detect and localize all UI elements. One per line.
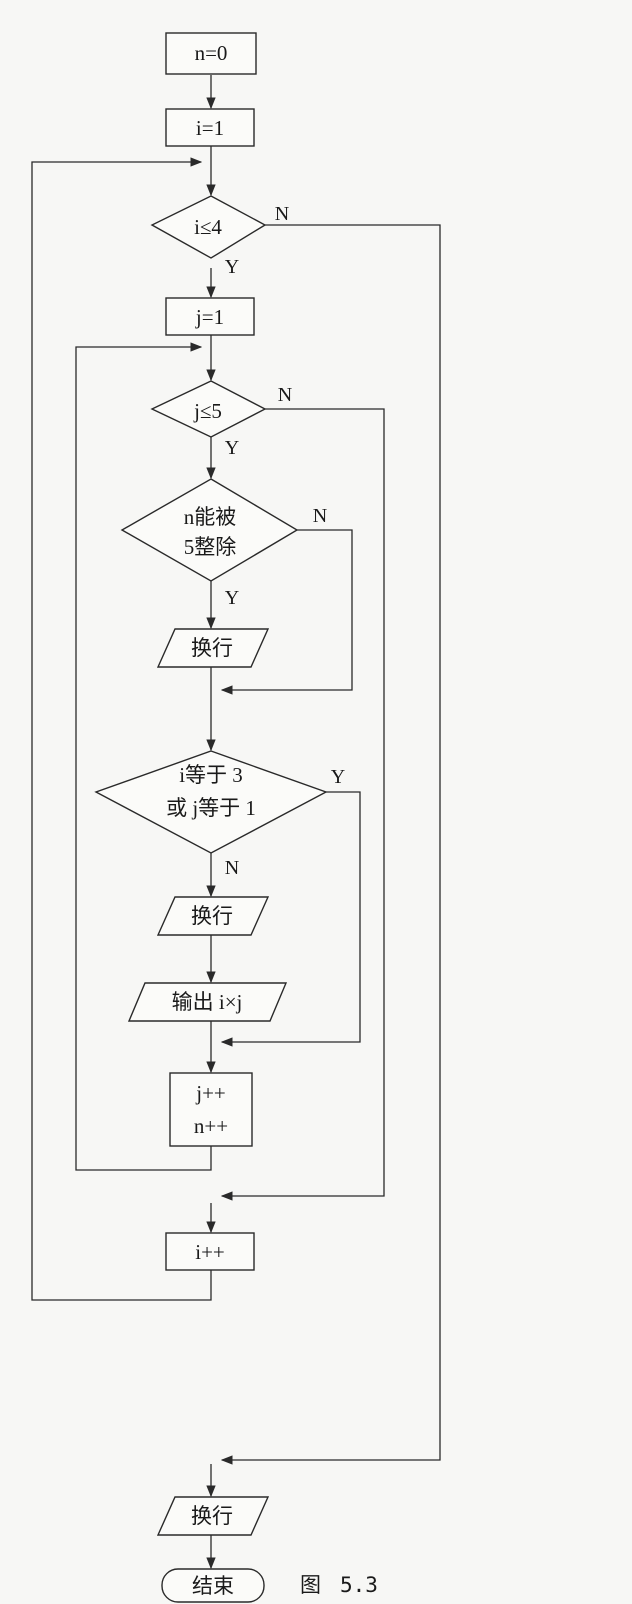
process-n-init: n=0 [165,32,257,75]
process-inc-j-text: j++ [195,1081,226,1105]
label-cond-i-no: N [275,203,289,225]
decision-j-text: j≤5 [193,399,222,423]
decision-i-or-j: i等于 3 或 j等于 1 [94,750,328,854]
caption-figure-number: 5.3 [340,1573,378,1597]
process-i-init: i=1 [165,108,255,147]
caption-figure-word: 图 [300,1573,321,1597]
process-inc-i-text: i++ [195,1240,225,1264]
label-cond-n-yes: Y [225,587,239,609]
loop-back-outer [31,157,212,1301]
io-output: 输出 i×j [127,982,288,1022]
io-newline-2: 换行 [156,896,270,936]
terminal-end-text: 结束 [192,1574,234,1598]
branch-labels: N Y N Y N Y Y N [225,203,345,879]
io-newline-2-text: 换行 [191,904,233,928]
decision-i-text: i≤4 [194,215,222,239]
label-cond-ij-yes: Y [331,766,345,788]
arrow-cond-i-no [220,224,441,1465]
decision-j-le-5: j≤5 [150,380,267,438]
decision-n-line1: n能被 [184,505,237,529]
io-newline-1-text: 换行 [191,636,233,660]
loop-back-inner [75,342,212,1171]
label-cond-ij-no: N [225,857,239,879]
process-j-init: j=1 [165,297,255,336]
io-newline-3: 换行 [156,1496,270,1536]
decision-n-line2: 5整除 [184,535,237,559]
label-cond-j-no: N [278,384,292,406]
process-inc-n-text: n++ [194,1114,228,1138]
decision-n-divisible-5: n能被 5整除 [120,478,299,582]
arrow-cond-j-no [220,408,385,1201]
label-cond-j-yes: Y [225,437,239,459]
arrow-cond-ij-yes [220,791,361,1047]
process-n-init-text: n=0 [195,41,228,65]
label-cond-i-yes: Y [225,256,239,278]
process-increment-i: i++ [165,1232,255,1271]
decision-i-le-4: i≤4 [150,195,267,259]
terminal-end: 结束 [161,1568,265,1603]
io-newline-3-text: 换行 [191,1504,233,1528]
process-increment-jn: j++ n++ [169,1072,253,1147]
label-cond-n-no: N [313,505,327,527]
process-j-init-text: j=1 [195,305,224,329]
process-i-init-text: i=1 [196,116,224,140]
connectors [31,75,441,1570]
arrow-cond-n-no [220,529,353,695]
io-output-text: 输出 i×j [172,990,243,1014]
decision-ij-line1: i等于 3 [179,763,243,787]
decision-ij-line2: 或 j等于 1 [166,796,256,820]
io-newline-1: 换行 [156,628,270,668]
